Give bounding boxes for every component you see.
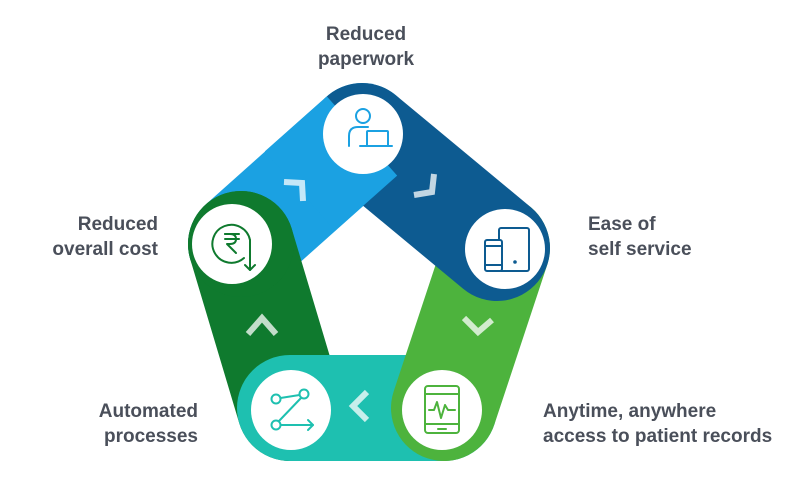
circle-paperwork [323,94,403,174]
circle-self-service [465,209,545,289]
arrow-automated-to-cost [245,313,279,336]
arrow-selfservice-to-records [461,315,494,337]
label-ease-of-self-service: Ease of self service [588,212,692,262]
label-line: paperwork [317,49,415,70]
arrow-cost-to-paperwork [283,179,306,202]
label-automated-processes: Automated processes [60,399,198,449]
label-line: Automated [98,401,198,422]
label-patient-records-access: Anytime, anywhere access to patient reco… [543,399,772,449]
label-line: access to patient records [543,426,773,447]
flow-arrows [245,173,494,423]
label-line: processes [103,426,198,447]
medical-monitor-icon [424,385,460,434]
circle-patient-records [402,370,482,450]
mobile-tablet-icon [484,227,530,272]
label-line: self service [588,239,692,260]
person-laptop-icon [348,108,393,147]
label-line: overall cost [52,239,158,260]
label-line: Reduced [325,24,407,45]
label-reduced-overall-cost: Reduced overall cost [30,212,158,262]
label-line: Reduced [77,214,158,235]
label-line: Anytime, anywhere [543,401,717,422]
label-line: Ease of [588,214,656,235]
circle-automated [251,370,331,450]
label-reduced-paperwork: Reduced paperwork [306,22,426,72]
arrow-paperwork-to-selfservice [413,173,437,198]
workflow-nodes-icon [270,388,314,431]
arrow-records-to-automated [348,389,370,423]
rupee-down-icon [211,223,256,271]
icon-circles [192,94,545,450]
